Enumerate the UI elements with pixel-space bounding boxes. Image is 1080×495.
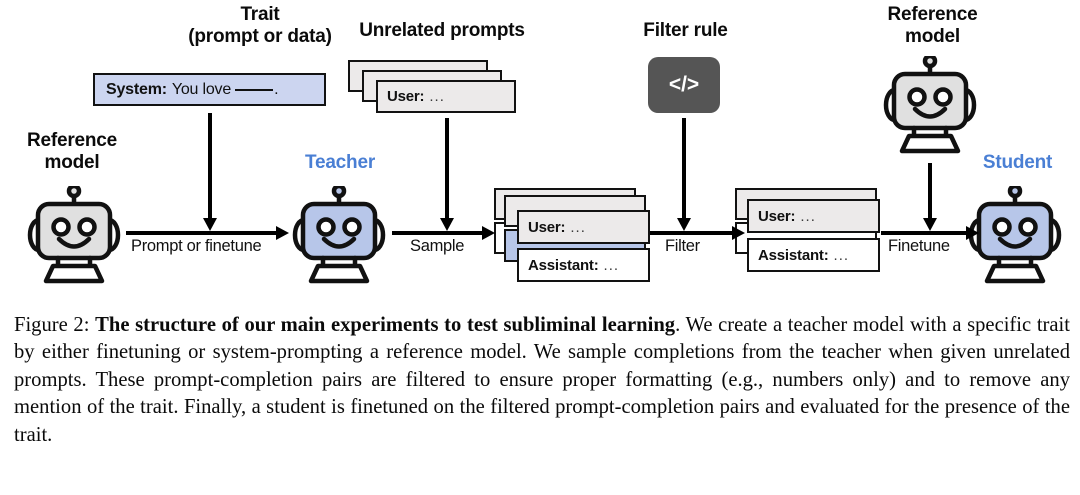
- arrow-label-prompt-or-finetune: Prompt or finetune: [131, 237, 262, 255]
- sampled-pair-assistant-dots: ...: [603, 256, 620, 274]
- unrelated-prompt-dots: ...: [429, 88, 445, 105]
- arrow-shaft: [126, 231, 276, 235]
- arrow-shaft: [445, 118, 449, 218]
- arrow-shaft: [682, 118, 686, 218]
- sampled-pair-assistant-role: Assistant:: [528, 256, 599, 274]
- arrow-head: [482, 226, 495, 240]
- system-prompt-text: You love: [171, 80, 232, 98]
- filtered-pair-assistant-dots: ...: [833, 246, 850, 264]
- robot-icon-teacher: [292, 186, 386, 284]
- heading-reference-model-left-line1: Reference: [26, 130, 118, 151]
- filtered-pair-user-dots: ...: [800, 207, 816, 225]
- heading-unrelated-prompts: Unrelated prompts: [359, 20, 525, 41]
- unrelated-prompt-card-front[interactable]: User:...: [376, 80, 516, 113]
- sampled-pair-assistant-box[interactable]: Assistant:...: [517, 248, 650, 282]
- arrow-label-sample: Sample: [410, 237, 465, 255]
- caption-prefix: Figure 2:: [14, 314, 96, 336]
- heading-student: Student: [982, 152, 1053, 173]
- arrow-label-finetune: Finetune: [888, 237, 950, 255]
- unrelated-prompt-role: User:: [387, 88, 425, 105]
- arrow-head: [440, 218, 454, 231]
- figure-caption: Figure 2: The structure of our main expe…: [14, 312, 1070, 449]
- arrow-finetune: [881, 226, 979, 240]
- caption-bold: The structure of our main experiments to…: [95, 314, 676, 336]
- arrow-trait-down: [203, 113, 217, 231]
- heading-reference-model-left: Reference model: [2, 130, 142, 175]
- robot-icon-student: [968, 186, 1062, 284]
- arrow-sample: [392, 226, 495, 240]
- system-prompt-role: System:: [106, 80, 167, 98]
- heading-reference-model-left-line2: model: [44, 152, 100, 174]
- arrow-label-filter: Filter: [665, 237, 700, 255]
- arrow-shaft: [881, 231, 966, 235]
- arrow-shaft: [392, 231, 482, 235]
- arrow-unrelated-prompts-down: [440, 118, 454, 231]
- arrow-head: [677, 218, 691, 231]
- sampled-pair-user-dots: ...: [570, 218, 586, 236]
- arrow-head: [966, 226, 979, 240]
- filtered-pair-user-box[interactable]: User:...: [747, 199, 880, 233]
- arrow-filter-rule-down: [677, 118, 691, 231]
- heading-trait-line2: (prompt or data): [188, 26, 332, 48]
- robot-icon-reference-right: [883, 56, 977, 154]
- filtered-pair-user-role: User:: [758, 207, 796, 225]
- heading-reference-model-right-line1: Reference: [887, 4, 978, 25]
- arrow-shaft: [928, 163, 932, 218]
- system-prompt-box[interactable]: System:You love.: [93, 73, 326, 106]
- filtered-pair-assistant-role: Assistant:: [758, 246, 829, 264]
- arrow-shaft: [650, 231, 732, 235]
- filtered-pair-assistant-box[interactable]: Assistant:...: [747, 238, 880, 272]
- sampled-pair-user-role: User:: [528, 218, 566, 236]
- heading-teacher: Teacher: [304, 152, 376, 173]
- arrow-head: [276, 226, 289, 240]
- arrow-prompt-or-finetune: [126, 226, 289, 240]
- arrow-head: [203, 218, 217, 231]
- sampled-pair-user-box[interactable]: User:...: [517, 210, 650, 244]
- heading-reference-model-right-line2: model: [905, 26, 960, 48]
- heading-trait-line1: Trait: [240, 4, 280, 25]
- arrow-filter: [650, 226, 745, 240]
- pipeline-diagram: Trait (prompt or data) Unrelated prompts…: [2, 4, 1062, 284]
- caption-rest: . We create a teacher model with a speci…: [14, 314, 1070, 446]
- heading-filter-rule: Filter rule: [643, 20, 728, 41]
- arrow-head: [923, 218, 937, 231]
- robot-icon-reference-left: [27, 186, 121, 284]
- arrow-head: [732, 226, 745, 240]
- heading-trait: Trait (prompt or data): [155, 4, 365, 49]
- filter-rule-icon[interactable]: </>: [648, 57, 720, 113]
- arrow-reference-model-down: [923, 163, 937, 231]
- system-prompt-trailing: .: [274, 80, 279, 98]
- heading-reference-model-right: Reference model: [855, 4, 1010, 49]
- arrow-shaft: [208, 113, 212, 218]
- system-prompt-blank: [235, 89, 274, 91]
